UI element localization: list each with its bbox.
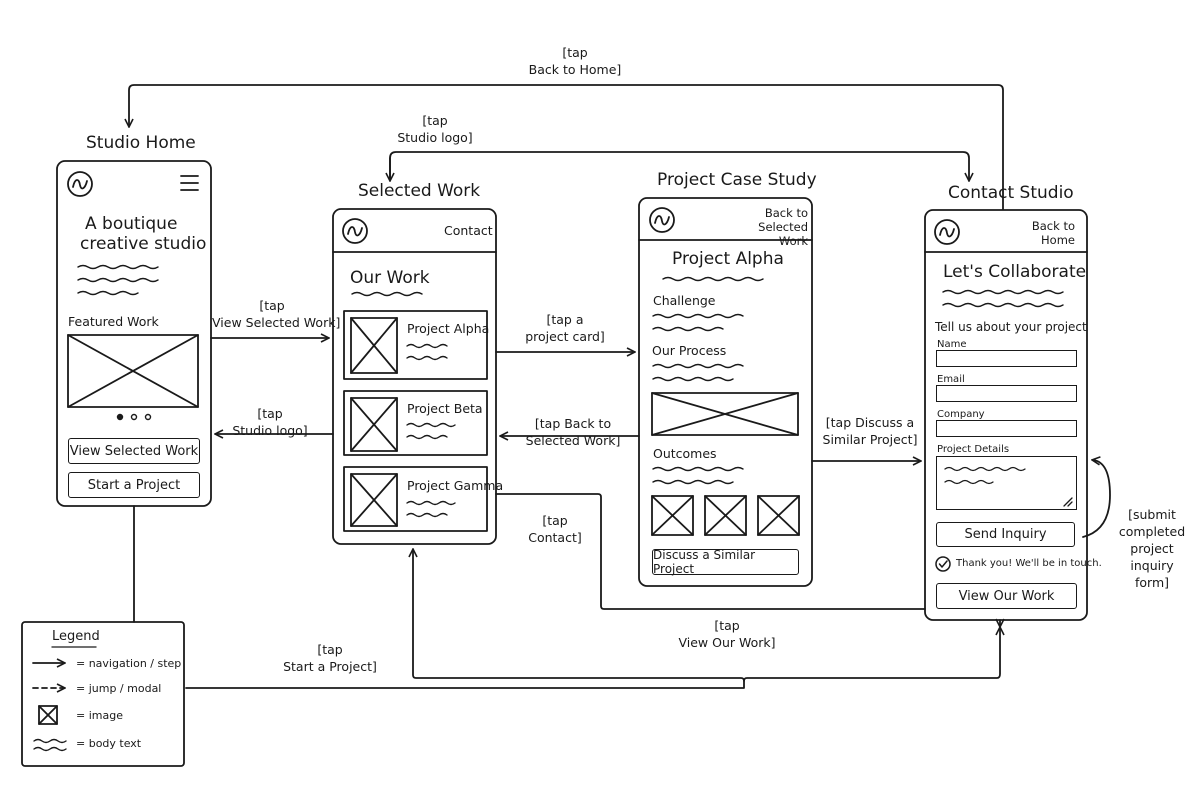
label-back-selected-work: [tap Back to Selected Work] bbox=[525, 416, 621, 448]
label-studio-logo-back: [tap Studio logo] bbox=[232, 406, 308, 438]
arrow-submit-loop bbox=[1082, 460, 1111, 538]
case-gallery bbox=[651, 495, 800, 536]
contact-heading: Let's Collaborate bbox=[943, 262, 1087, 282]
our-work-heading: Our Work bbox=[350, 268, 430, 288]
email-field[interactable] bbox=[936, 385, 1077, 402]
check-icon bbox=[935, 556, 951, 572]
case-logo-icon[interactable] bbox=[649, 207, 675, 233]
home-headline-1: A boutique bbox=[85, 214, 178, 234]
view-selected-work-button[interactable]: View Selected Work bbox=[68, 438, 200, 464]
company-label: Company bbox=[937, 409, 985, 420]
nav-contact-link[interactable]: Contact bbox=[444, 223, 493, 238]
textarea-lines bbox=[944, 466, 1073, 507]
label-view-our-work: [tap View Our Work] bbox=[678, 618, 776, 650]
send-inquiry-button[interactable]: Send Inquiry bbox=[936, 522, 1075, 547]
contact-back-link[interactable]: Back to Home bbox=[1020, 219, 1075, 247]
case-back-line-2: Selected Work bbox=[758, 220, 808, 248]
process-label: Our Process bbox=[652, 343, 727, 358]
contact-screen-title: Contact Studio bbox=[948, 183, 1074, 203]
project-card-gamma[interactable] bbox=[343, 466, 488, 532]
carousel-dots[interactable] bbox=[116, 413, 152, 421]
card-title-gamma: Project Gamma bbox=[407, 478, 504, 493]
contact-back-line-2: Home bbox=[1041, 233, 1075, 247]
home-body-text bbox=[77, 264, 159, 296]
company-field[interactable] bbox=[936, 420, 1077, 437]
home-logo-icon[interactable] bbox=[67, 171, 93, 197]
label-view-selected-work: [tap View Selected Work] bbox=[212, 298, 341, 330]
legend-item-body-text: = body text bbox=[76, 737, 142, 750]
label-project-card: [tap a project card] bbox=[525, 312, 605, 344]
home-headline-2: creative studio bbox=[80, 234, 207, 254]
legend-title: Legend bbox=[52, 629, 100, 644]
case-heading: Project Alpha bbox=[672, 249, 784, 269]
label-start-project: [tap Start a Project] bbox=[283, 642, 377, 674]
confirmation-message: Thank you! We'll be in touch. bbox=[956, 558, 1102, 569]
legend-item-image: = image bbox=[76, 709, 123, 722]
legend-box bbox=[21, 621, 185, 767]
featured-work-label: Featured Work bbox=[68, 314, 159, 329]
arrow-contact bbox=[495, 493, 926, 610]
label-contact: [tap Contact] bbox=[528, 513, 582, 545]
name-label: Name bbox=[937, 339, 967, 350]
contact-back-line-1: Back to bbox=[1031, 219, 1075, 233]
menu-icon[interactable] bbox=[180, 175, 199, 191]
arrow-studio-logo-top bbox=[389, 151, 969, 180]
card-title-alpha: Project Alpha bbox=[407, 321, 490, 336]
start-project-button[interactable]: Start a Project bbox=[68, 472, 200, 498]
label-submit-form: [submit completed project inquiry form] bbox=[1118, 507, 1186, 590]
outcomes-label: Outcomes bbox=[653, 446, 717, 461]
legend-item-jump: = jump / modal bbox=[76, 682, 162, 695]
case-body-text bbox=[652, 313, 744, 485]
work-logo-icon[interactable] bbox=[342, 218, 368, 244]
case-hero-image bbox=[651, 392, 799, 436]
label-studio-logo-top: [tap Studio logo] bbox=[397, 113, 473, 145]
work-screen-frame bbox=[332, 208, 497, 545]
work-screen-title: Selected Work bbox=[358, 181, 481, 201]
home-screen-title: Studio Home bbox=[86, 133, 196, 153]
discuss-similar-project-button[interactable]: Discuss a Similar Project bbox=[652, 548, 799, 576]
contact-logo-icon[interactable] bbox=[934, 219, 960, 245]
featured-image bbox=[67, 334, 199, 408]
label-back-to-home: [tap Back to Home] bbox=[528, 45, 622, 77]
contact-screen-frame bbox=[924, 209, 1088, 621]
project-details-label: Project Details bbox=[937, 444, 1010, 455]
arrow-to-selected-from-bottom bbox=[413, 550, 745, 682]
label-discuss-similar: [tap Discuss a Similar Project] bbox=[822, 415, 918, 447]
card-title-beta: Project Beta bbox=[407, 401, 483, 416]
arrow-back-to-home bbox=[129, 84, 1004, 210]
project-card-alpha[interactable] bbox=[343, 310, 488, 380]
email-label: Email bbox=[937, 374, 965, 385]
contact-intro: Tell us about your project bbox=[935, 320, 1087, 334]
case-back-link[interactable]: Back to Selected Work bbox=[730, 206, 808, 248]
project-card-beta[interactable] bbox=[343, 390, 488, 456]
case-screen-frame bbox=[638, 197, 813, 587]
view-our-work-button[interactable]: View Our Work bbox=[936, 583, 1077, 609]
project-details-textarea[interactable] bbox=[936, 456, 1077, 510]
legend-item-navigation: = navigation / step bbox=[76, 657, 182, 670]
name-field[interactable] bbox=[936, 350, 1077, 367]
case-back-line-1: Back to bbox=[764, 206, 808, 220]
case-screen-title: Project Case Study bbox=[657, 170, 817, 190]
challenge-label: Challenge bbox=[653, 293, 716, 308]
